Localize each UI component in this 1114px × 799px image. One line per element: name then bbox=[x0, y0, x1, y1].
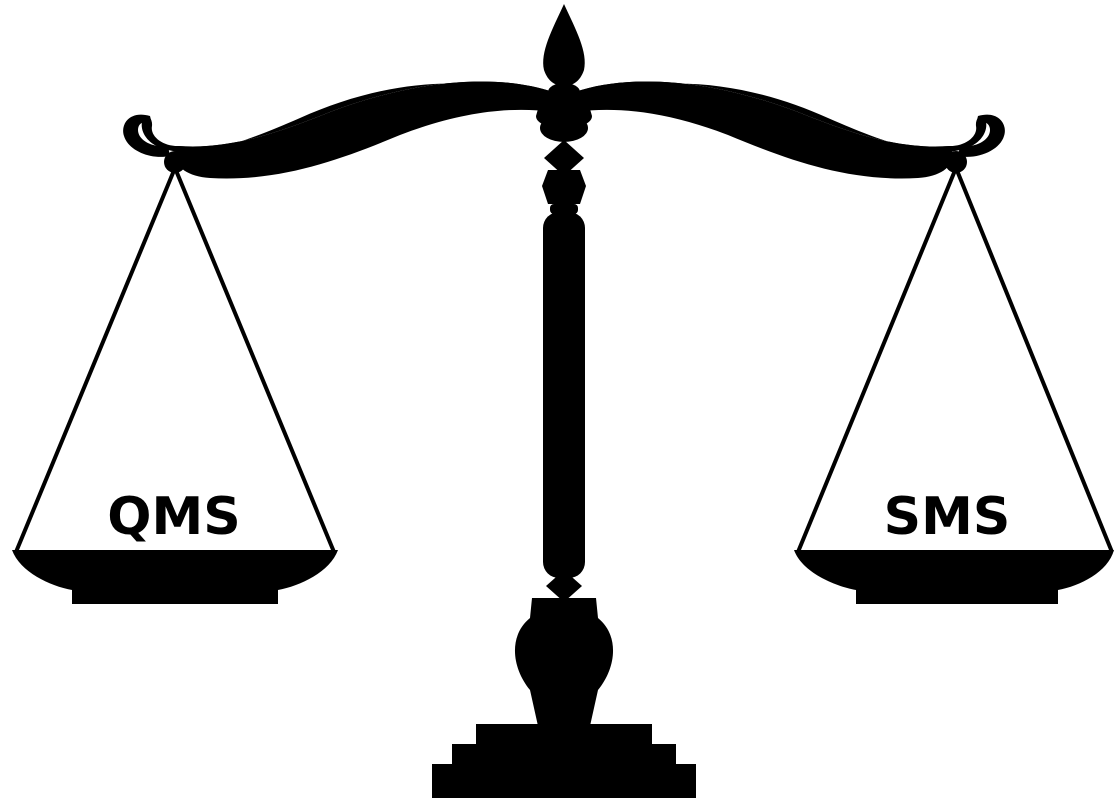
right-pan-assembly: SMS bbox=[794, 168, 1114, 604]
left-pan-label: QMS bbox=[107, 487, 240, 547]
right-pan bbox=[794, 550, 1114, 604]
left-pan-assembly: QMS bbox=[12, 168, 338, 604]
scale-pedestal bbox=[432, 724, 696, 798]
column-vase bbox=[515, 598, 613, 726]
right-pan-label: SMS bbox=[884, 487, 1011, 547]
column-shaft bbox=[543, 212, 585, 578]
left-pan bbox=[12, 550, 338, 604]
finial bbox=[543, 4, 585, 86]
scale-column bbox=[515, 4, 613, 726]
